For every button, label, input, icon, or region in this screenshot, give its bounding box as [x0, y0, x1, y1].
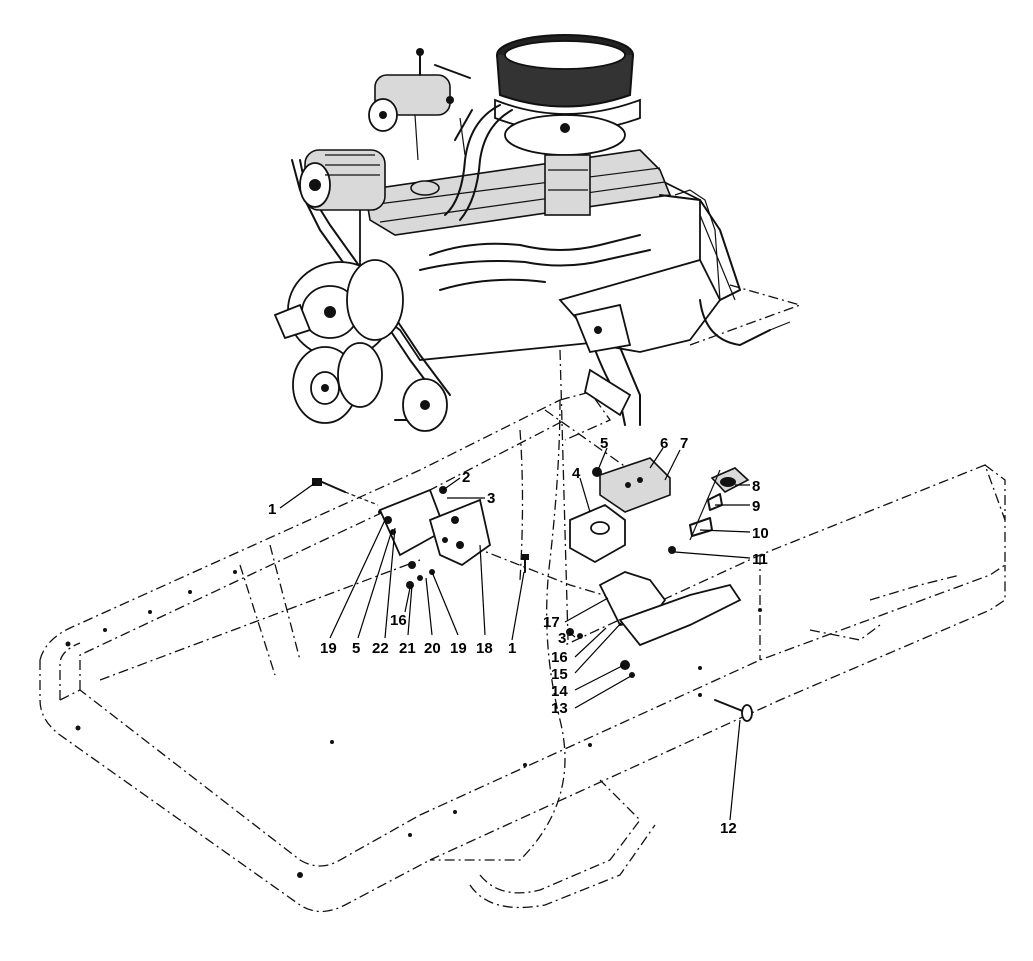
leader-lines [279, 447, 751, 821]
callout-9: 9 [752, 498, 760, 515]
rear-mount-stack [668, 467, 750, 554]
bolt-12 [714, 699, 753, 722]
callout-3-upper: 3 [487, 490, 495, 507]
callout-8: 8 [752, 478, 760, 495]
vehicle-frame [39, 391, 1006, 913]
callout-10: 10 [752, 525, 769, 542]
left-mount-bracket [378, 486, 492, 567]
callout-5-lower: 5 [352, 640, 360, 657]
bolt-1-left [312, 478, 379, 506]
callout-1-center: 1 [508, 640, 516, 657]
callout-12: 12 [720, 820, 737, 837]
engine-assembly [273, 34, 791, 432]
callout-4: 4 [572, 465, 581, 482]
right-mount-insulator [569, 457, 671, 564]
starter-motor [368, 48, 473, 161]
callout-15: 15 [551, 666, 568, 683]
callout-20: 20 [424, 640, 441, 657]
callout-11: 11 [752, 551, 768, 568]
callout-22: 22 [372, 640, 389, 657]
callout-19-left: 19 [320, 640, 337, 657]
callout-2: 2 [462, 469, 470, 486]
callout-13: 13 [551, 700, 568, 717]
callout-7: 7 [680, 435, 688, 452]
callout-6: 6 [660, 435, 668, 452]
bolt-1-center [521, 554, 529, 573]
crankshaft-pulleys [273, 259, 404, 359]
callout-16-right: 16 [551, 649, 568, 666]
callout-5-upper: 5 [600, 435, 608, 452]
callout-16-left: 16 [390, 612, 407, 629]
air-cleaner [494, 34, 641, 156]
callout-1-left: 1 [268, 501, 276, 518]
callout-14: 14 [551, 683, 568, 700]
callout-labels: 1 2 3 4 5 6 7 8 9 10 11 19 5 22 21 20 19… [268, 435, 769, 837]
callout-17: 17 [543, 614, 560, 631]
callout-18: 18 [476, 640, 493, 657]
callout-19-right: 19 [450, 640, 467, 657]
transmission-support [566, 571, 742, 678]
left-mount-hardware [406, 561, 435, 589]
callout-3-lower: 3 [558, 630, 566, 647]
water-pump-pulleys [292, 342, 448, 432]
oil-filler-cap [410, 180, 440, 196]
callout-21: 21 [399, 640, 416, 657]
alternator [299, 149, 386, 211]
